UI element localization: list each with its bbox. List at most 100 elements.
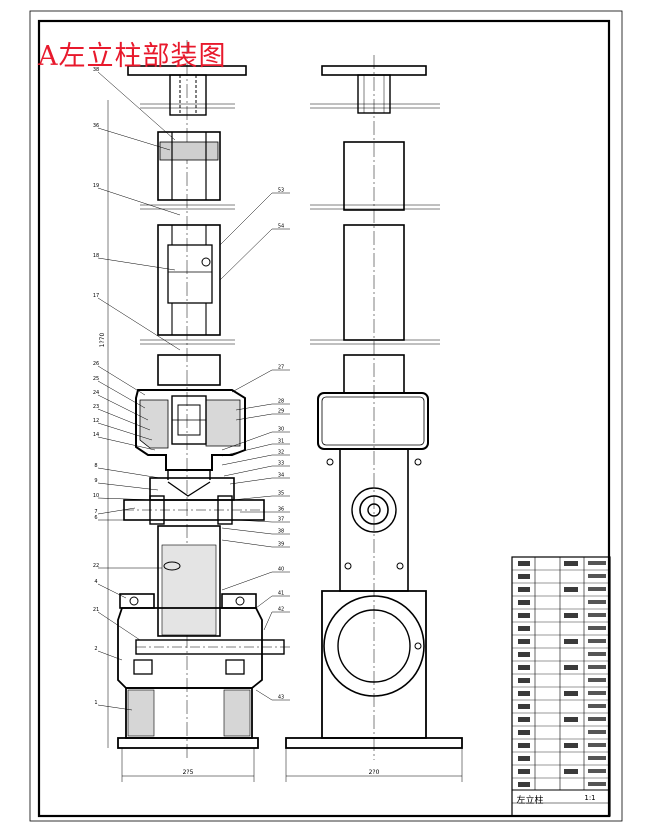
title-block-cell-mark (518, 704, 530, 709)
leader-line (229, 477, 273, 485)
title-block-cell-mark (518, 730, 530, 735)
base-pillar-hatch-left (127, 689, 155, 737)
title-block-cell-mark (518, 691, 530, 696)
part-label-left: 23 (93, 404, 99, 410)
leader-line (221, 539, 273, 548)
leader-line (255, 595, 273, 609)
part-label-left: 21 (93, 607, 99, 613)
leader-line (97, 127, 171, 151)
leadscrew-housing (157, 525, 221, 637)
title-block-cell-mark (588, 613, 606, 617)
part-label-left: 9 (94, 478, 97, 484)
part-label-right: 29 (278, 409, 284, 415)
title-block-cell-mark (518, 574, 530, 579)
title-block-cell-mark (588, 717, 606, 721)
leader-line (221, 571, 273, 591)
side-base-bore-outer (323, 595, 425, 697)
part-label-left: 7 (94, 509, 97, 515)
part-label-left: 2 (94, 646, 97, 652)
title-block-cell-mark (518, 639, 530, 644)
leader-line (97, 497, 156, 501)
base-pillar-hatch-right (223, 689, 251, 737)
top-screw-tube (169, 74, 207, 116)
part-label-right: 27 (278, 365, 284, 371)
slider-pin (201, 257, 211, 267)
side-width-dimension: 2?0 (369, 769, 380, 776)
leader-line (97, 71, 176, 141)
middle-tube (157, 224, 221, 336)
leader-line (97, 394, 149, 421)
leader-line (97, 704, 133, 711)
title-block-cell-mark (588, 704, 606, 708)
title-block-cell-mark (588, 574, 606, 578)
side-gearbox (317, 392, 429, 450)
upper-tube (157, 131, 221, 201)
title-block-cell-mark (588, 561, 606, 565)
title-block-name: 左立柱 (516, 794, 543, 806)
leader-line (223, 465, 273, 477)
part-label-left: 4 (94, 579, 97, 585)
leader-line (97, 408, 151, 431)
part-label-left: 26 (93, 361, 99, 367)
title-block-cell-mark (564, 691, 578, 696)
title-block-cell-mark (518, 626, 530, 631)
height-dimension: 1?70 (99, 333, 106, 348)
part-label-right: 28 (278, 399, 284, 405)
part-label-right: 43 (278, 695, 284, 701)
title-block-cell-mark (518, 743, 530, 748)
side-hub-inner (367, 503, 381, 517)
title-block-cell-mark (588, 639, 606, 643)
leader-line (231, 369, 273, 393)
base-plate (117, 737, 259, 749)
part-label-right: 35 (278, 491, 284, 497)
title-block-cell-mark (588, 769, 606, 773)
side-screw (357, 74, 391, 114)
title-block-cell-mark (518, 665, 530, 670)
upper-tube-bushing (159, 141, 219, 161)
title-block-cell-mark (588, 652, 606, 656)
leader-line (219, 192, 273, 246)
title-block-cell-mark (518, 600, 530, 605)
part-label-right: 37 (278, 517, 284, 523)
leader-line (221, 443, 273, 457)
side-base-plate (285, 737, 463, 749)
part-label-right: 41 (278, 591, 284, 597)
title-block-rows (512, 556, 610, 787)
title-block-cell-mark (588, 691, 606, 695)
leader-line (97, 611, 141, 641)
shaft-collar-left (149, 495, 165, 525)
leader-line (97, 467, 161, 479)
part-label-right: 38 (278, 529, 284, 535)
leader-line (97, 482, 159, 491)
leader-line (97, 380, 146, 409)
part-label-right: 39 (278, 542, 284, 548)
part-label-left: 12 (93, 418, 99, 424)
part-label-left: 18 (93, 253, 99, 259)
leader-line (97, 436, 156, 451)
leadscrew-key (163, 561, 181, 571)
part-label-left: 1 (94, 700, 97, 706)
leader-line (97, 297, 181, 351)
part-label-left: 38 (93, 67, 99, 73)
part-label-left: 36 (93, 123, 99, 129)
leader-line (97, 583, 127, 599)
title-block-cell-mark (588, 587, 606, 591)
part-label-right: 42 (278, 607, 284, 613)
part-label-right: 31 (278, 439, 284, 445)
bearing-left (119, 593, 155, 609)
part-label-left: 22 (93, 563, 99, 569)
title-block-cell-mark (588, 782, 606, 786)
shaft-coupling (177, 404, 201, 436)
title-block-ratio: 1:1 (584, 794, 595, 802)
bearing-right (221, 593, 257, 609)
title-block-cell-mark (518, 652, 530, 657)
leader-line (97, 257, 176, 271)
title-block-cell-mark (518, 561, 530, 566)
title-block-cell-mark (518, 769, 530, 774)
side-upper-tube (343, 141, 405, 211)
side-hub-mid (359, 495, 389, 525)
part-label-right: 33 (278, 461, 284, 467)
